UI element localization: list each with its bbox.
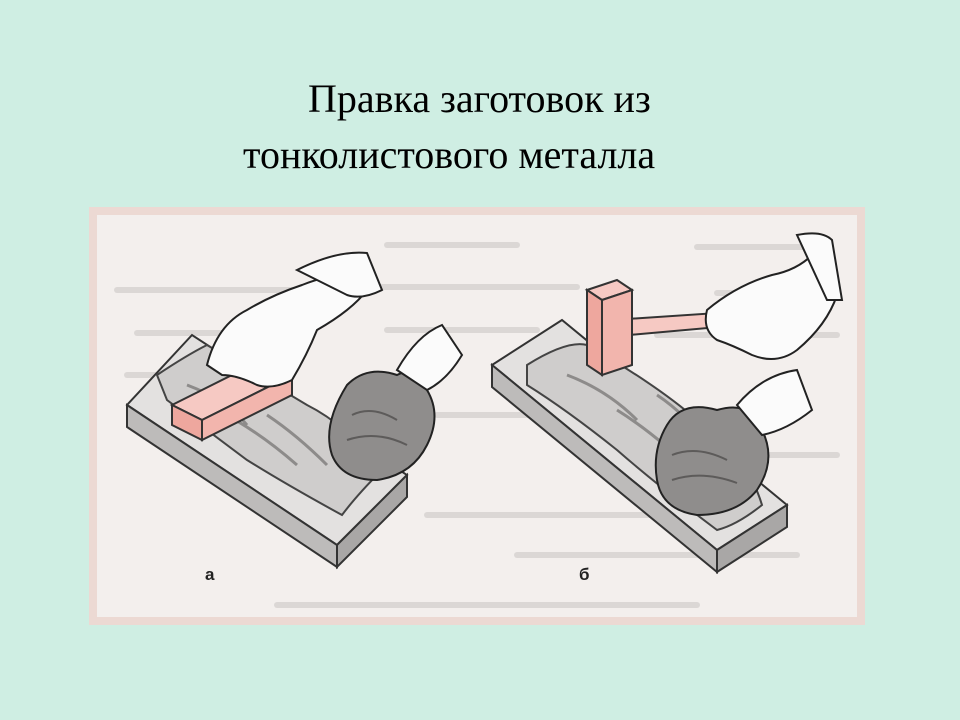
title-line-2: тонколистового металла [243, 132, 656, 177]
figure-a-gloved-hand [328, 323, 464, 482]
illustration: а б [97, 215, 857, 617]
title-line-1: Правка заготовок из [308, 76, 651, 121]
figure-b-mallet [584, 278, 721, 377]
illustration-frame: а б [89, 207, 865, 625]
figure-b-label: б [579, 565, 590, 584]
illustration-drawing [114, 232, 844, 608]
figure-a-label: а [205, 565, 215, 584]
figure-b-gloved-hand [654, 368, 814, 517]
figure-a-hand [205, 251, 384, 388]
figure-b-hand [704, 232, 844, 360]
